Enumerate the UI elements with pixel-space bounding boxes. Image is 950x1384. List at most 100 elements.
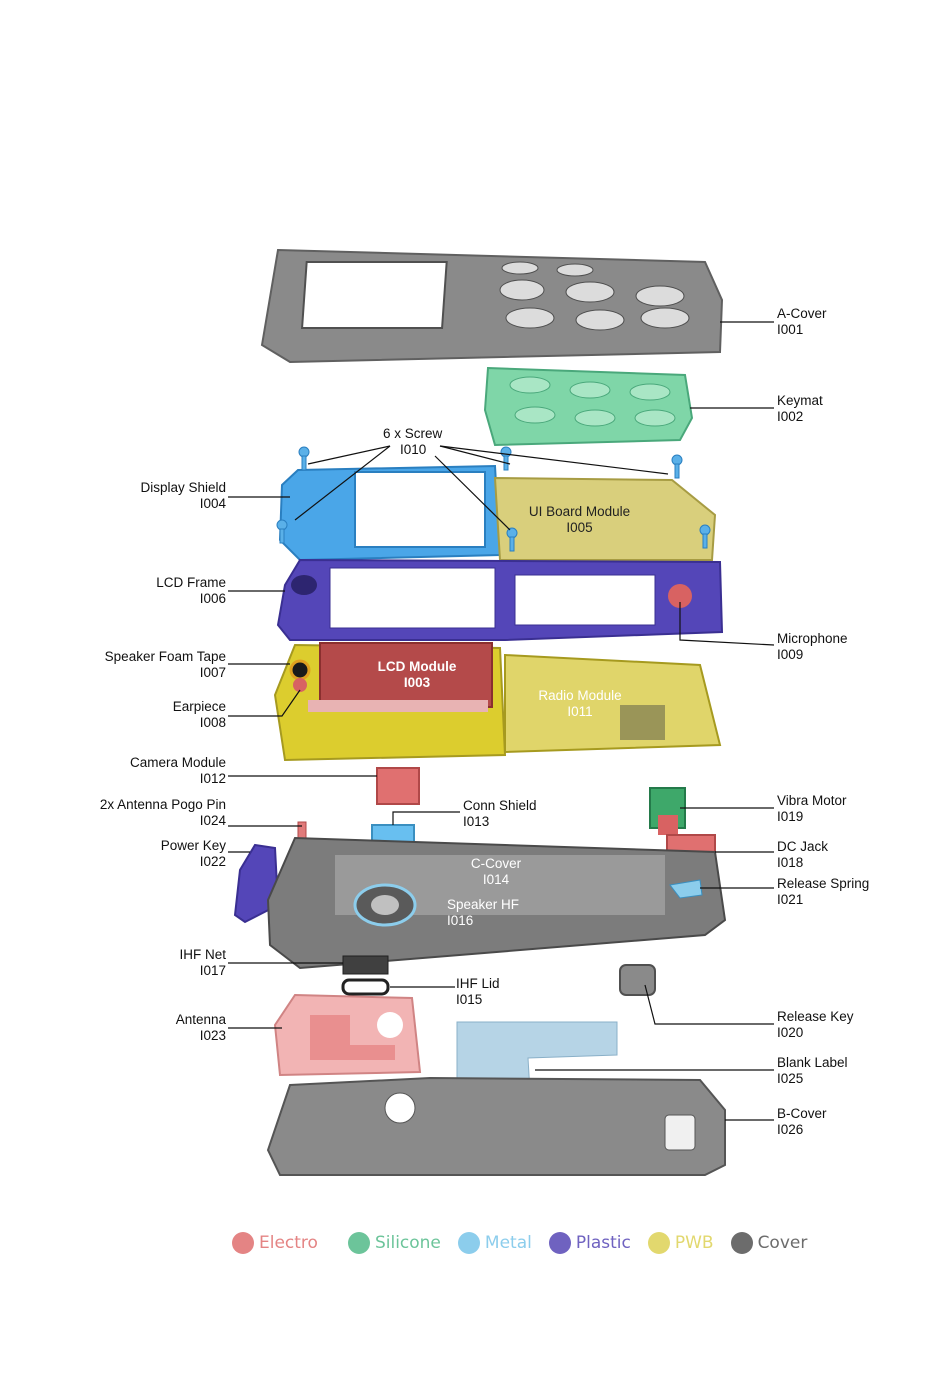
part-name: Earpiece bbox=[172, 699, 226, 714]
part-code: I013 bbox=[463, 814, 490, 829]
ihf-lid-part bbox=[341, 978, 390, 996]
part-name: B-Cover bbox=[777, 1106, 827, 1121]
label-ihf-lid: IHF Lid I015 bbox=[456, 976, 500, 1008]
part-name: Power Key bbox=[160, 838, 226, 853]
part-name: Vibra Motor bbox=[777, 793, 847, 808]
part-name: IHF Net bbox=[179, 947, 226, 962]
part-code: I023 bbox=[199, 1028, 226, 1043]
legend-label: Plastic bbox=[575, 1233, 631, 1253]
screw-label: 6 x Screw I010 bbox=[383, 426, 442, 458]
b-cover-part bbox=[266, 1076, 726, 1176]
legend-label: Cover bbox=[757, 1233, 808, 1253]
part-name: Display Shield bbox=[140, 480, 226, 495]
part-name: Keymat bbox=[777, 393, 823, 408]
inner-label-lcd-module: LCD Module I003 bbox=[362, 659, 472, 691]
part-name: LCD Frame bbox=[156, 575, 226, 590]
label-antenna: Antenna I023 bbox=[176, 1012, 226, 1044]
label-blank-label: Blank Label I025 bbox=[777, 1055, 848, 1087]
part-code: I001 bbox=[777, 322, 804, 337]
part-code: I003 bbox=[403, 675, 431, 690]
part-code: I020 bbox=[777, 1025, 804, 1040]
inner-label-radio-module: Radio Module I011 bbox=[525, 688, 635, 720]
part-code: I011 bbox=[567, 704, 593, 719]
part-code: I015 bbox=[456, 992, 483, 1007]
lcd-frame-part bbox=[276, 558, 724, 641]
part-code: I010 bbox=[400, 442, 427, 457]
part-name: Microphone bbox=[777, 631, 848, 646]
legend-swatch bbox=[730, 1232, 753, 1254]
part-code: I021 bbox=[777, 892, 804, 907]
label-keymat: Keymat I002 bbox=[777, 393, 823, 425]
part-code: I007 bbox=[199, 665, 226, 680]
part-code: I017 bbox=[199, 963, 226, 978]
part-code: I012 bbox=[199, 771, 226, 786]
part-name: A-Cover bbox=[777, 306, 827, 321]
part-name: Release Key bbox=[777, 1009, 854, 1024]
part-name: 6 x Screw bbox=[383, 426, 443, 441]
part-name: C-Cover bbox=[470, 856, 522, 871]
label-camera-module: Camera Module I012 bbox=[130, 755, 226, 787]
label-dc-jack: DC Jack I018 bbox=[777, 839, 828, 871]
keymat-part bbox=[483, 366, 694, 447]
part-name: Speaker HF bbox=[447, 897, 520, 912]
part-code: I002 bbox=[777, 409, 804, 424]
label-power-key: Power Key I022 bbox=[161, 838, 226, 870]
part-name: Radio Module bbox=[538, 688, 622, 703]
label-vibra-motor: Vibra Motor I019 bbox=[777, 793, 847, 825]
label-earpiece: Earpiece I008 bbox=[173, 699, 226, 731]
part-code: I019 bbox=[777, 809, 804, 824]
part-name: Conn Shield bbox=[463, 798, 537, 813]
inner-label-speaker-hf: Speaker HF I016 bbox=[447, 897, 529, 929]
ihf-net-part bbox=[342, 955, 389, 975]
legend-item-pwb: PWB bbox=[647, 1232, 714, 1254]
label-conn-shield: Conn Shield I013 bbox=[463, 798, 537, 830]
legend-item-silicone: Silicone bbox=[347, 1232, 441, 1254]
label-speaker-foam-tape: Speaker Foam Tape I007 bbox=[105, 649, 226, 681]
legend-swatch bbox=[232, 1232, 254, 1254]
legend-swatch bbox=[548, 1232, 571, 1254]
legend-item-electro: Electro bbox=[232, 1232, 318, 1254]
label-lcd-frame: LCD Frame I006 bbox=[156, 575, 226, 607]
part-name: Release Spring bbox=[777, 876, 870, 891]
antenna-part bbox=[273, 993, 422, 1077]
legend-swatch bbox=[347, 1232, 370, 1254]
part-code: I014 bbox=[482, 872, 510, 887]
release-key-part bbox=[619, 964, 656, 996]
part-code: I005 bbox=[566, 520, 593, 535]
release-spring-part bbox=[669, 879, 703, 899]
part-code: I022 bbox=[199, 854, 226, 869]
legend-item-metal: Metal bbox=[457, 1232, 532, 1254]
part-code: I018 bbox=[777, 855, 804, 870]
label-release-key: Release Key I020 bbox=[777, 1009, 854, 1041]
legend-label: Silicone bbox=[374, 1233, 441, 1253]
label-display-shield: Display Shield I004 bbox=[140, 480, 226, 512]
legend-label: Metal bbox=[484, 1233, 532, 1253]
ui-board-part bbox=[493, 476, 717, 561]
legend-label: Electro bbox=[259, 1233, 318, 1253]
a-cover-part bbox=[260, 248, 724, 364]
display-shield-part bbox=[278, 464, 502, 562]
legend-swatch bbox=[647, 1232, 670, 1254]
material-legend: Electro Silicone Metal Plastic PWB Cover bbox=[232, 1228, 824, 1258]
part-code: I009 bbox=[777, 647, 804, 662]
label-b-cover: B-Cover I026 bbox=[777, 1106, 827, 1138]
part-name: Antenna bbox=[175, 1012, 226, 1027]
part-code: I026 bbox=[777, 1122, 804, 1137]
part-name: Blank Label bbox=[777, 1055, 848, 1070]
legend-swatch bbox=[457, 1232, 480, 1254]
part-name: Camera Module bbox=[129, 755, 226, 770]
part-name: UI Board Module bbox=[528, 504, 631, 519]
c-cover-part bbox=[266, 836, 727, 970]
legend-item-plastic: Plastic bbox=[548, 1232, 631, 1254]
part-code: I006 bbox=[199, 591, 226, 606]
label-antenna-pogo-pin: 2x Antenna Pogo Pin I024 bbox=[100, 797, 226, 829]
part-name: 2x Antenna Pogo Pin bbox=[99, 797, 226, 812]
label-ihf-net: IHF Net I017 bbox=[179, 947, 226, 979]
part-code: I008 bbox=[199, 715, 226, 730]
label-a-cover: A-Cover I001 bbox=[777, 306, 827, 338]
label-microphone: Microphone I009 bbox=[777, 631, 848, 663]
vibra-motor-part bbox=[649, 787, 686, 835]
part-code: I025 bbox=[777, 1071, 804, 1086]
